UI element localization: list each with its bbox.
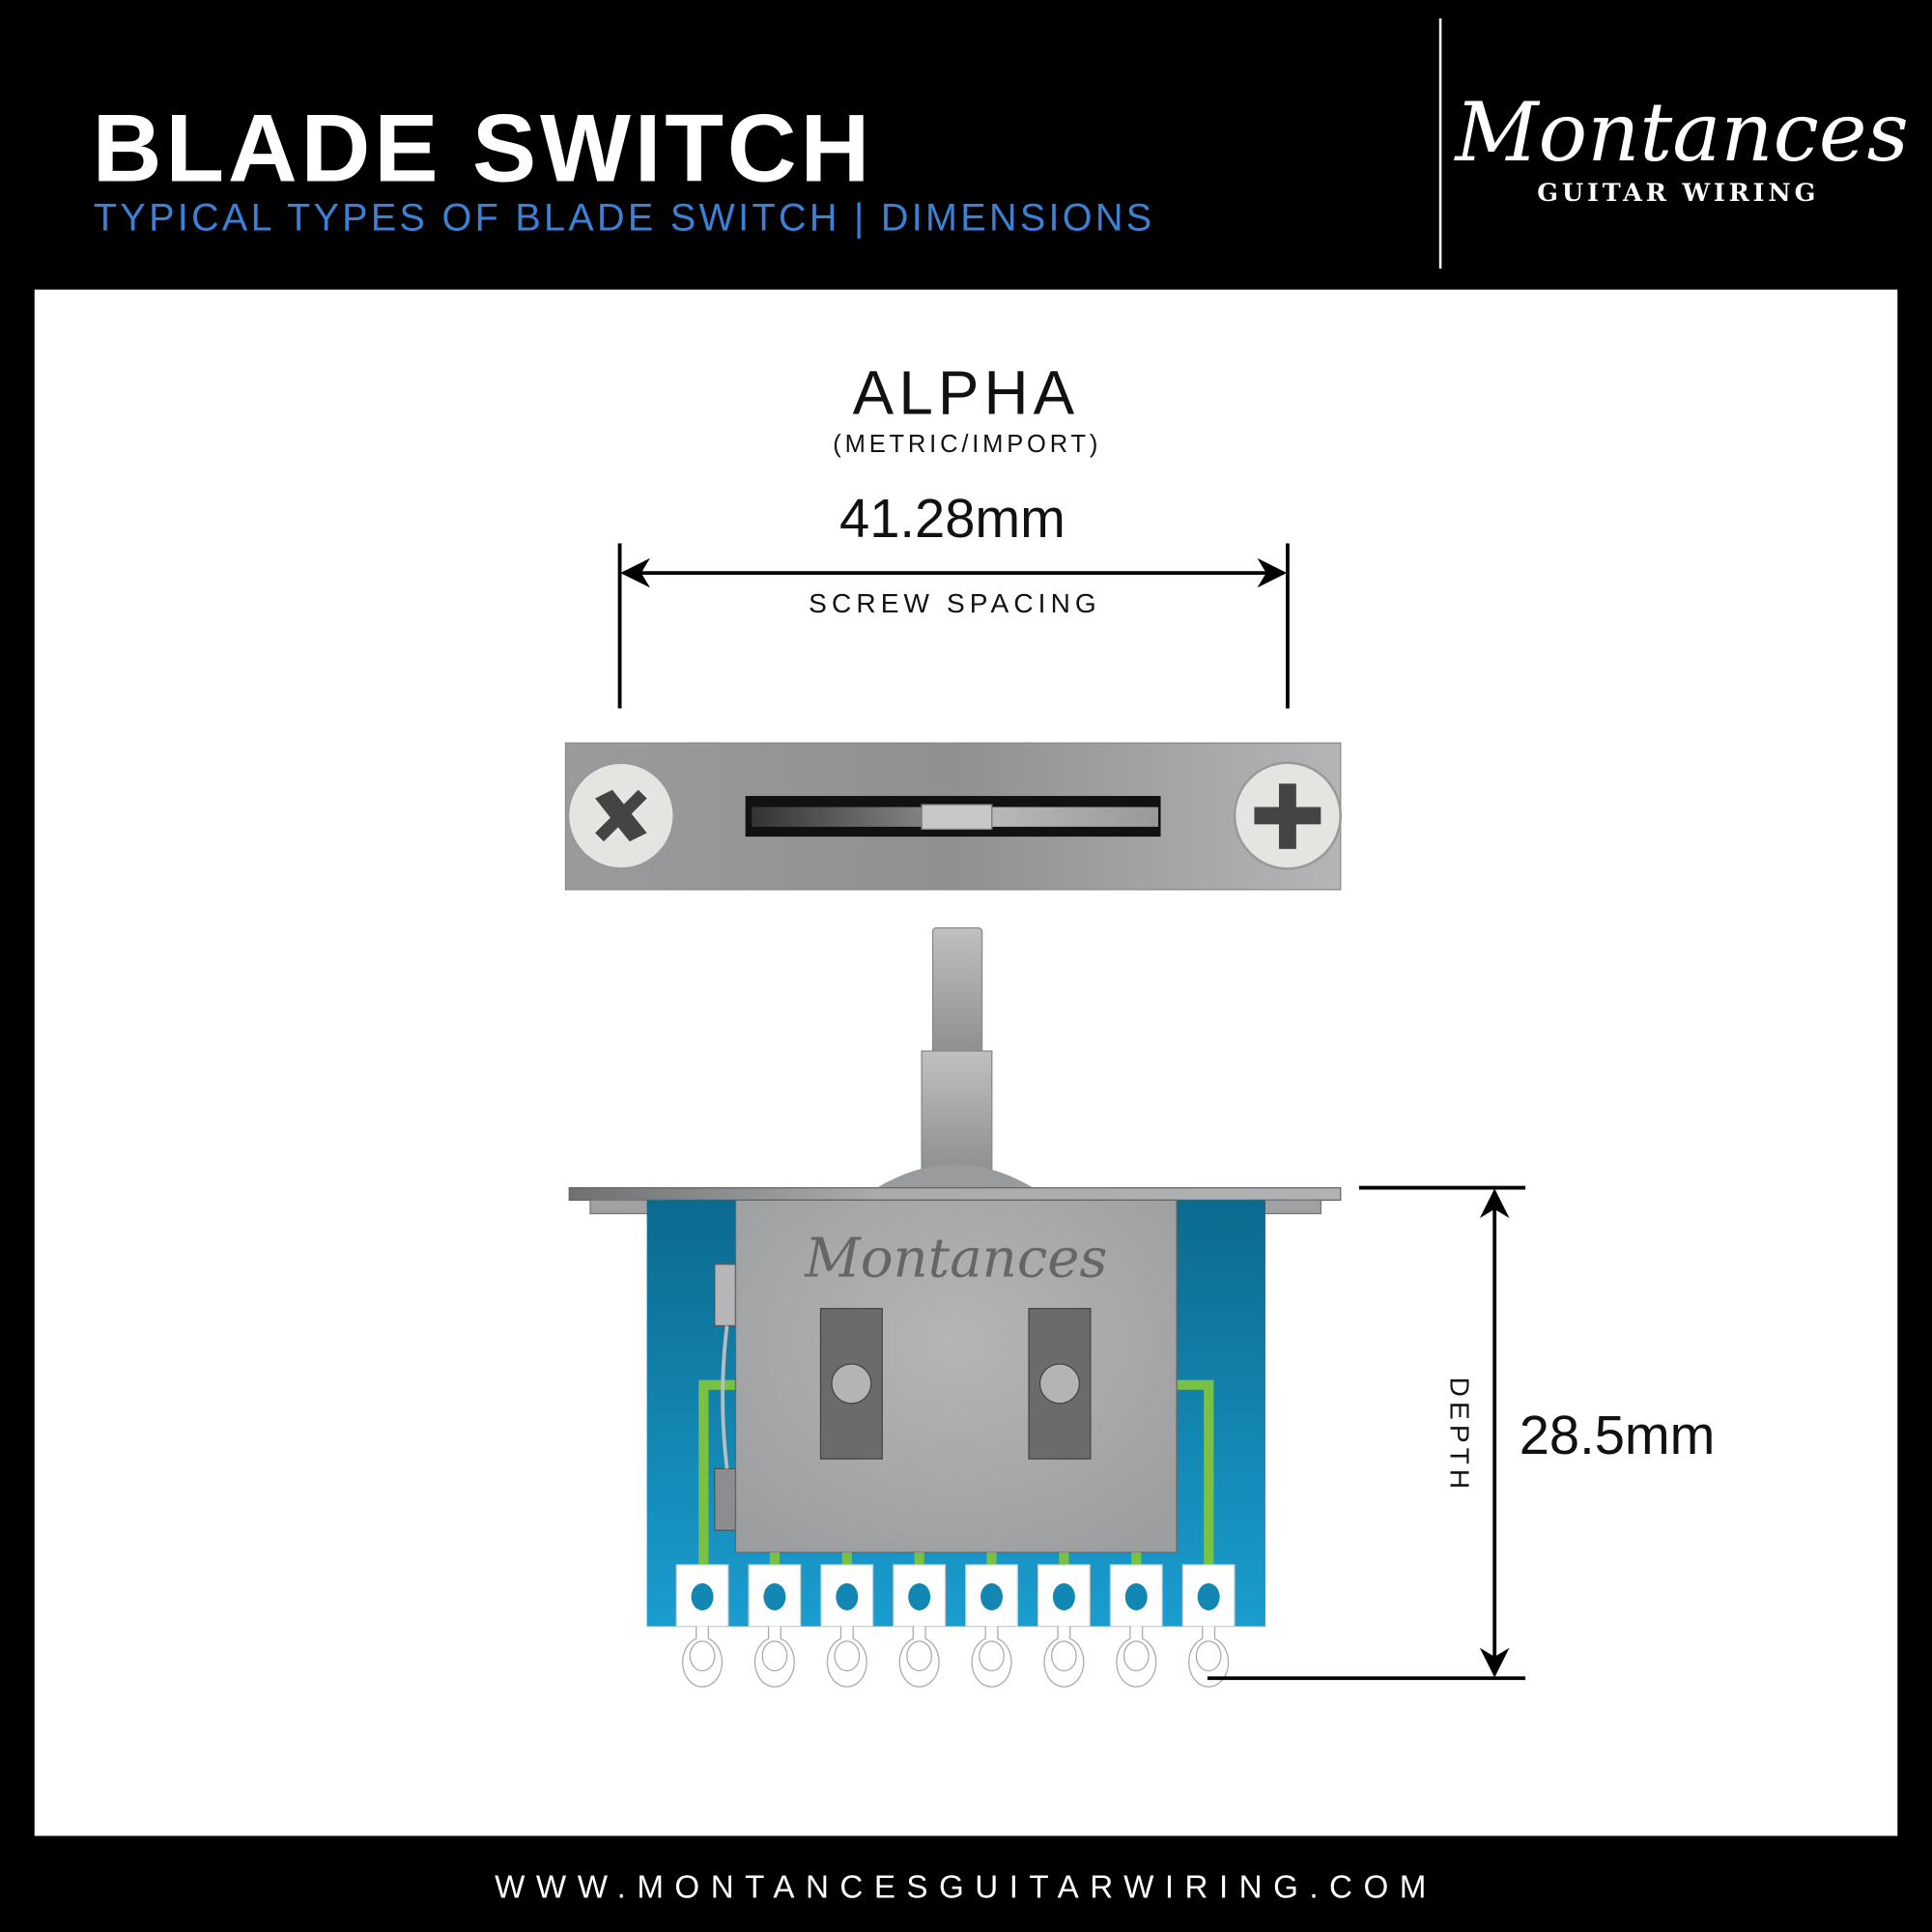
solder-terminal bbox=[675, 1564, 729, 1688]
solder-terminal bbox=[748, 1552, 802, 1688]
screw-spacing-value: 41.28mm bbox=[839, 488, 1065, 549]
metal-cover bbox=[734, 1199, 1178, 1553]
screw-spacing-dimension bbox=[617, 543, 1290, 709]
depth-dimension bbox=[1208, 1185, 1526, 1681]
website-link[interactable]: WWW.MONTANCESGUITARWIRING.COM bbox=[495, 1869, 1437, 1905]
page-subtitle: TYPICAL TYPES OF BLADE SWITCH | DIMENSIO… bbox=[94, 197, 1154, 240]
depth-label: DEPTH bbox=[1444, 1378, 1474, 1494]
screw-icon bbox=[1233, 761, 1343, 870]
mounting-plate-top-view bbox=[564, 742, 1343, 891]
model-name: ALPHA bbox=[853, 358, 1080, 428]
solder-terminal bbox=[965, 1552, 1018, 1688]
logo-script: Montances bbox=[1453, 85, 1908, 180]
solder-terminal bbox=[1109, 1552, 1163, 1688]
model-note: (METRIC/IMPORT) bbox=[833, 431, 1101, 458]
screw-icon bbox=[566, 761, 675, 870]
page-title: BLADE SWITCH bbox=[93, 96, 873, 203]
logo-tagline: GUITAR WIRING bbox=[1537, 179, 1819, 208]
cover-brand-logo: Montances bbox=[804, 1227, 1107, 1290]
solder-terminal bbox=[820, 1552, 874, 1688]
solder-terminal bbox=[893, 1552, 947, 1688]
lever-shaft bbox=[931, 926, 983, 1057]
rivet-slot bbox=[1028, 1307, 1092, 1460]
depth-value: 28.5mm bbox=[1520, 1405, 1716, 1465]
brand-logo: Montances GUITAR WIRING bbox=[1453, 85, 1908, 208]
rivet-slot bbox=[819, 1307, 883, 1460]
terminal-row bbox=[675, 1552, 1236, 1688]
lever-tip bbox=[921, 804, 993, 831]
solder-terminal bbox=[1037, 1552, 1091, 1688]
top-mounting-plate bbox=[568, 1186, 1342, 1201]
blade-switch-side-view: Montances bbox=[568, 926, 1342, 1688]
solder-terminal bbox=[1181, 1564, 1236, 1688]
screw-spacing-label: SCREW SPACING bbox=[809, 588, 1101, 618]
